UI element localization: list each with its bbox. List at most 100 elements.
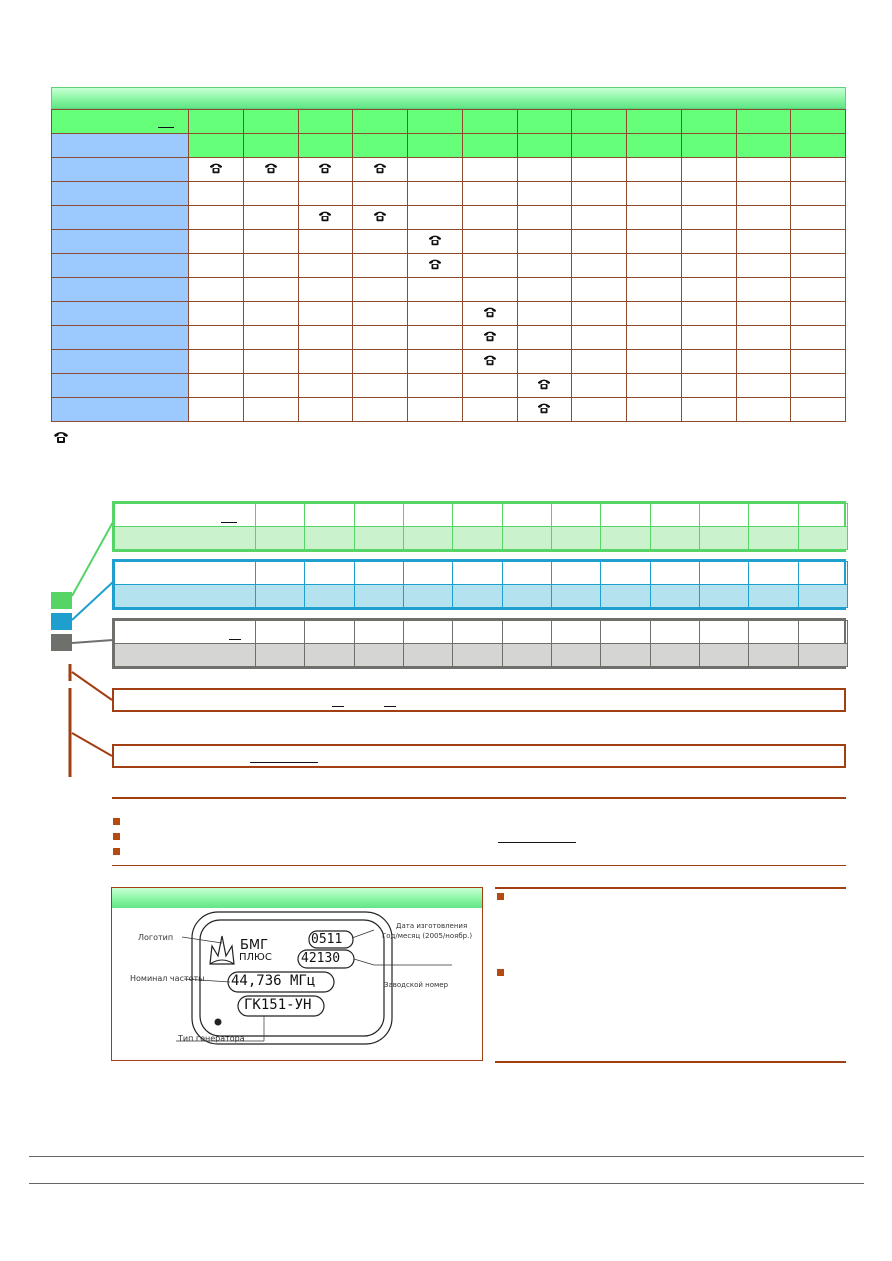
table-cell [735, 133, 792, 158]
table-cell [790, 349, 846, 374]
table-cell [461, 373, 518, 398]
table-cell [626, 277, 682, 302]
table-cell [680, 349, 737, 374]
table-cell [626, 397, 682, 422]
frequency-label: Номинал частоты [130, 974, 205, 983]
table-cell [352, 325, 408, 350]
table-cell [735, 301, 792, 326]
table-cell [297, 349, 354, 374]
table-cell [188, 397, 244, 422]
row-label-cell [51, 277, 189, 302]
table-cell [461, 109, 518, 134]
table-cell [790, 373, 846, 398]
table-cell [188, 277, 244, 302]
table-cell [242, 133, 299, 158]
table-cell [352, 205, 408, 230]
phone-icon [538, 403, 551, 414]
footer-rule-bottom [29, 1183, 864, 1184]
date-label-2: Год/месяц (2005/ноябр.) [382, 932, 473, 940]
row-label-cell [51, 373, 189, 398]
table-cell [790, 253, 846, 278]
table-cell [516, 181, 573, 206]
table-cell [680, 181, 737, 206]
underline-mark [498, 842, 576, 843]
table-cell [461, 349, 518, 374]
table-cell [680, 397, 737, 422]
table-cell [516, 205, 573, 230]
phone-icon [319, 163, 332, 174]
row-label-cell [51, 157, 189, 182]
type-label: Тип генератора [178, 1034, 245, 1043]
gray-swatch [51, 634, 72, 651]
table-cell [407, 229, 463, 254]
table-cell [735, 253, 792, 278]
phone-icon [483, 307, 496, 318]
gray-block-table [112, 618, 849, 669]
bullet-marker [497, 969, 504, 976]
serial-label: Заводской номер [384, 981, 449, 989]
phone-icon [264, 163, 277, 174]
model-code: ГК151-УН [244, 997, 312, 1013]
table-cell [242, 397, 299, 422]
table-cell [626, 157, 682, 182]
marking-panel: Логотип Номинал частоты Тип генератора Д… [111, 887, 483, 1061]
table-cell [790, 229, 846, 254]
table-cell [680, 301, 737, 326]
phone-icon [374, 163, 387, 174]
bullet-marker [113, 833, 120, 840]
table-cell [242, 205, 299, 230]
serial-code: 42130 [301, 951, 341, 966]
brown-box-1 [112, 688, 846, 712]
frequency-value: 44,736 МГц [231, 973, 316, 989]
table-cell [297, 205, 354, 230]
table-cell [242, 157, 299, 182]
blue-block-table [112, 559, 849, 610]
section-divider-bottom [112, 865, 846, 866]
date-code: 0511 [311, 932, 343, 947]
table-cell [188, 109, 244, 134]
brand-line-2: ПЛЮС [239, 952, 272, 963]
table-cell [516, 277, 573, 302]
table-cell [626, 373, 682, 398]
table-cell [461, 229, 518, 254]
table-cell [680, 157, 737, 182]
table-cell [352, 301, 408, 326]
table-cell [407, 301, 463, 326]
table-cell [188, 205, 244, 230]
table-cell [680, 373, 737, 398]
table-cell [735, 277, 792, 302]
table-cell [242, 301, 299, 326]
table-cell [352, 397, 408, 422]
table-cell [626, 349, 682, 374]
notes-top-rule [495, 887, 846, 889]
table-cell [516, 157, 573, 182]
table-cell [461, 133, 518, 158]
table-cell [407, 109, 463, 134]
brand-line-1: БМГ [240, 938, 269, 953]
phone-icon [374, 211, 387, 222]
phone-icon [483, 355, 496, 366]
marking-diagram [176, 911, 452, 1045]
table-cell [242, 325, 299, 350]
table-cell [407, 133, 463, 158]
table-cell [516, 253, 573, 278]
frequency-table [51, 87, 846, 422]
green-swatch [51, 592, 72, 609]
table-cell [188, 229, 244, 254]
table-cell [626, 253, 682, 278]
section-divider-top [112, 797, 846, 799]
table-cell [790, 109, 846, 134]
table-cell [516, 133, 573, 158]
table-cell [242, 253, 299, 278]
table-cell [516, 109, 573, 134]
phone-icon [54, 432, 68, 443]
table-cell [297, 253, 354, 278]
table-cell [626, 229, 682, 254]
table-cell [352, 157, 408, 182]
phone-icon [538, 379, 551, 390]
table-cell [461, 301, 518, 326]
table-cell [735, 397, 792, 422]
row-label-cell [51, 325, 189, 350]
row-label-cell [51, 109, 189, 134]
table-cell [188, 349, 244, 374]
